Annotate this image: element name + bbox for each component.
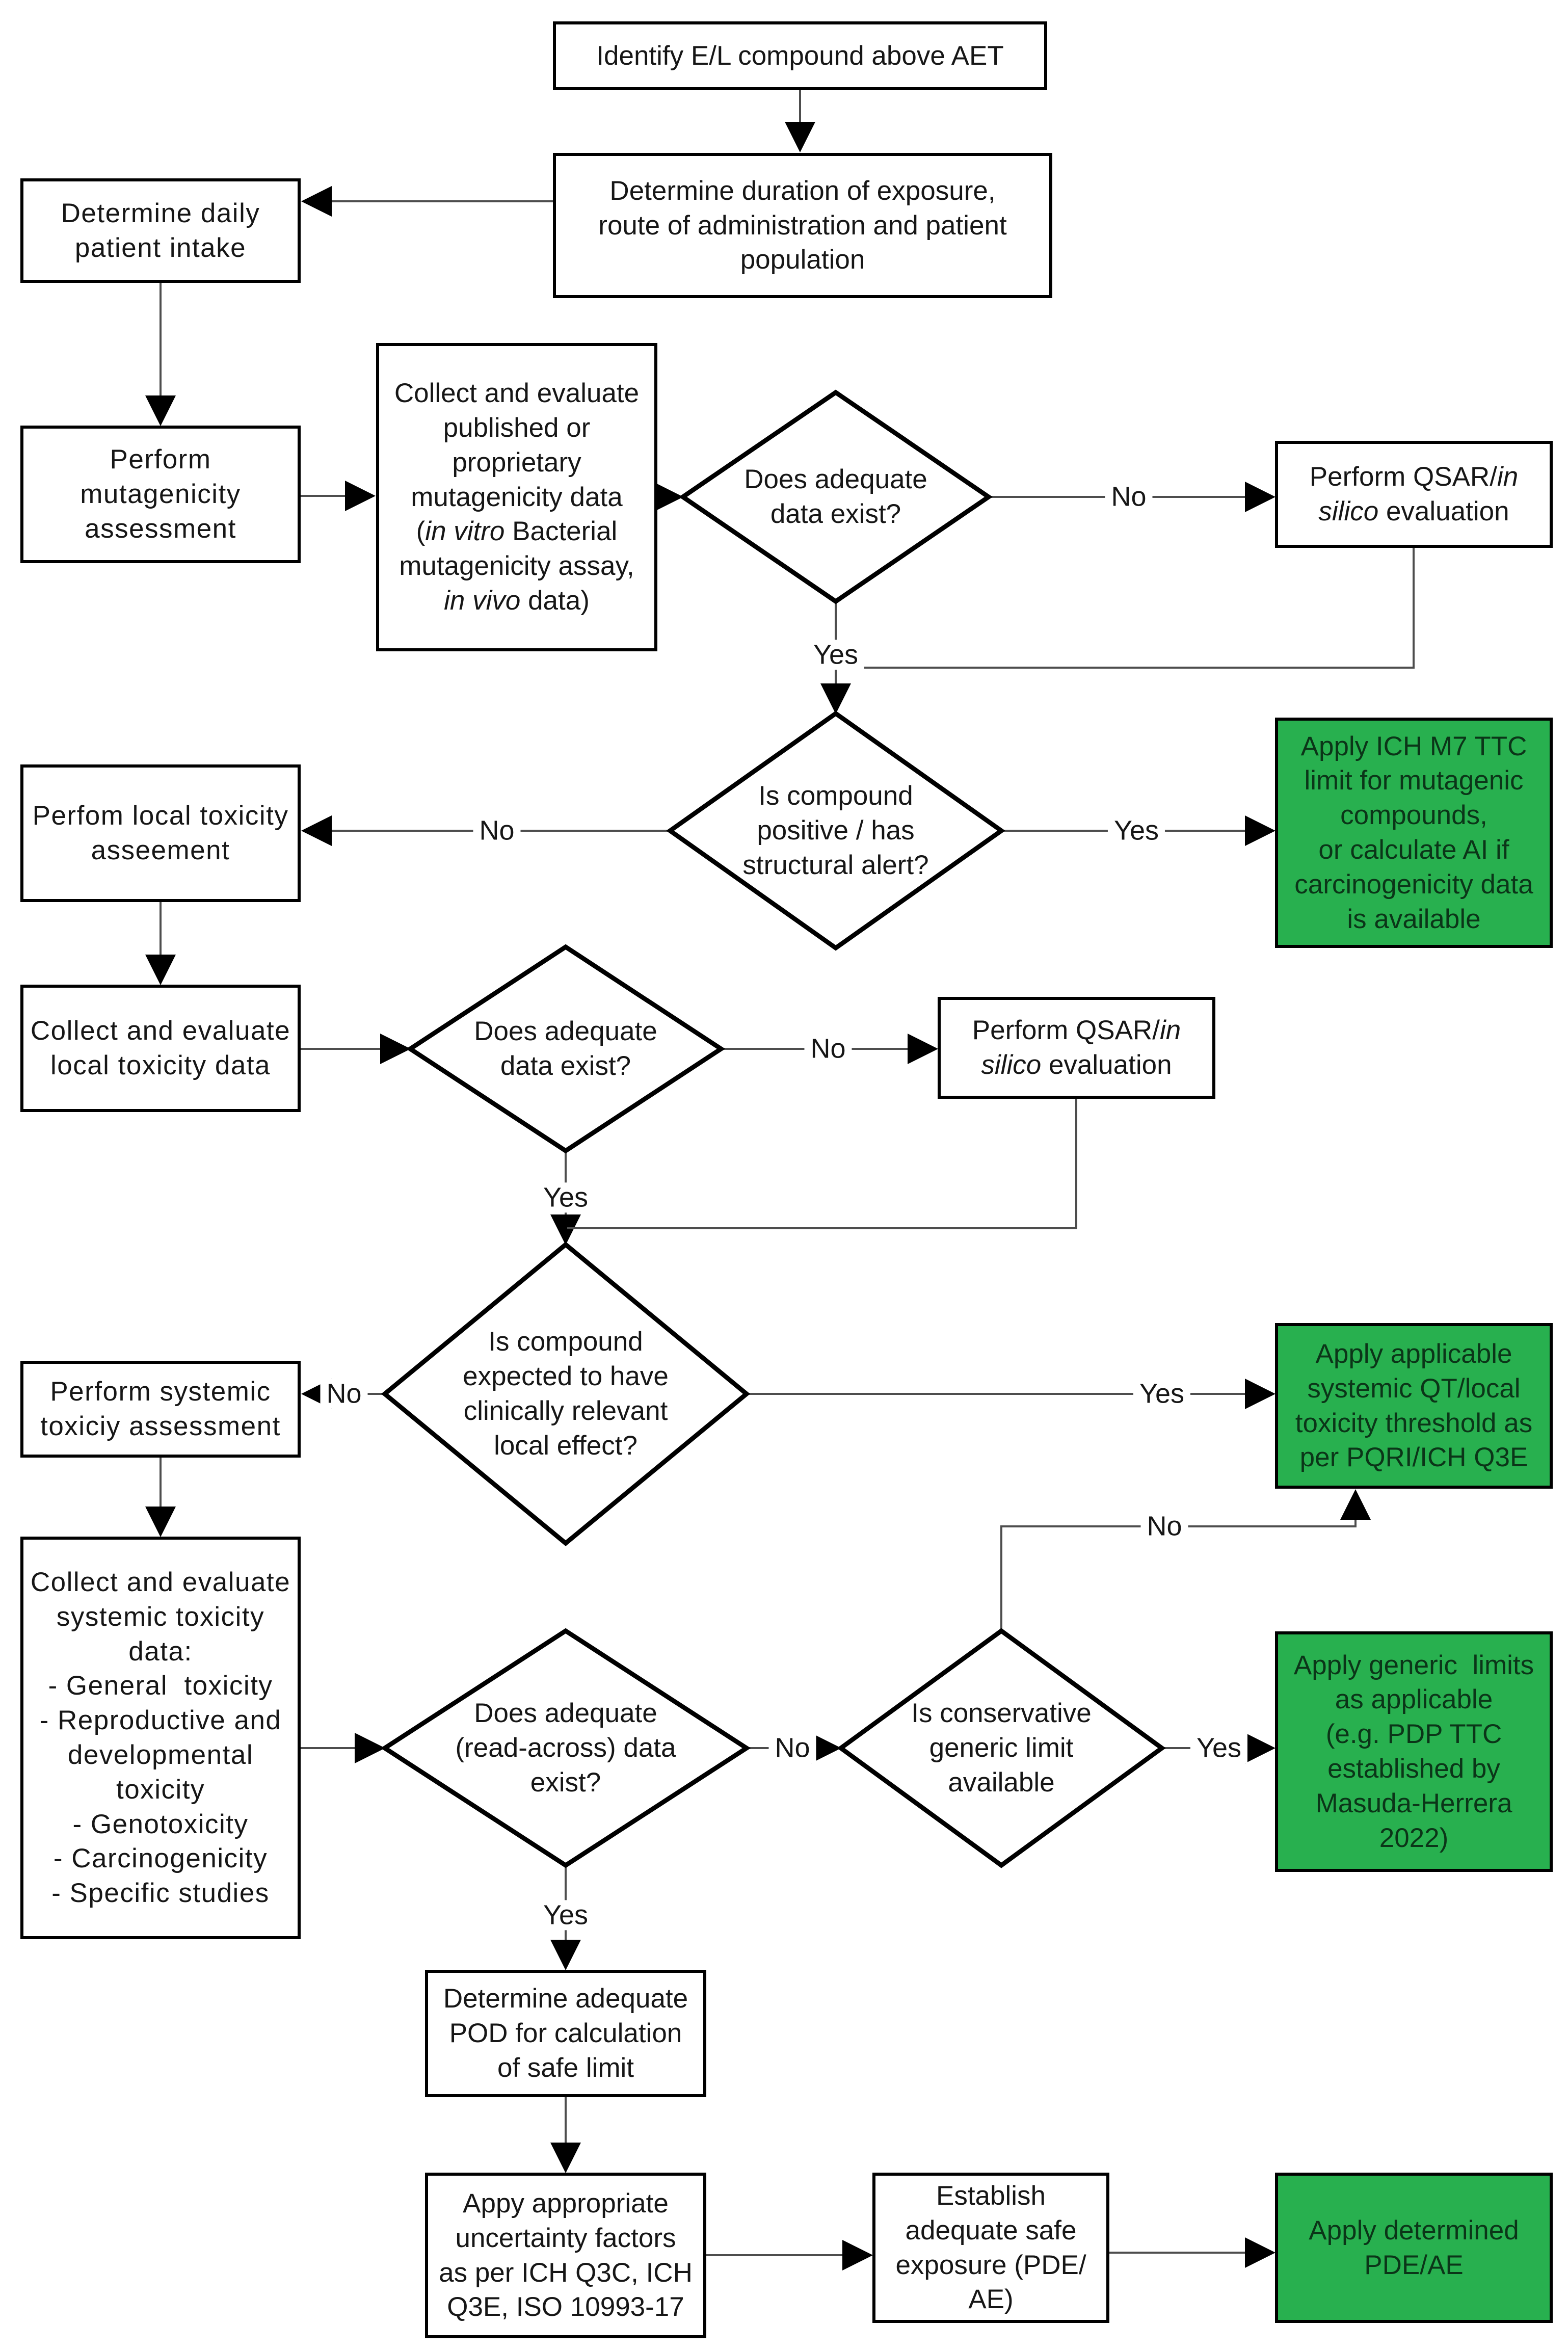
edge-label-no-4: No xyxy=(320,1378,368,1409)
edge-label-no-5: No xyxy=(768,1732,816,1763)
step-qsar-insilico-2: Perform QSAR/in silico evaluation xyxy=(938,997,1215,1099)
edges xyxy=(145,90,1415,2270)
edge-label-no-3: No xyxy=(804,1033,852,1064)
decision-generic-limit-shape xyxy=(837,1628,1166,1868)
edge-label-yes-4: Yes xyxy=(1133,1378,1191,1409)
edge-label-yes-6: Yes xyxy=(1190,1732,1248,1763)
edge-label-yes-2: Yes xyxy=(1107,815,1165,846)
decision-local-effect-shape xyxy=(381,1241,751,1546)
step-qsar-insilico-1: Perform QSAR/in silico evaluation xyxy=(1275,441,1553,548)
edge-label-no-1: No xyxy=(1105,481,1153,512)
decision-adequate-data-2-shape xyxy=(406,944,726,1154)
decision-positive-alert-shape xyxy=(666,710,1005,951)
step-determine-duration: Determine duration of exposure,route of … xyxy=(553,153,1052,298)
edge-label-no-2: No xyxy=(473,815,521,846)
step-collect-mutagenicity-data: Collect and evaluate published or propri… xyxy=(376,343,657,651)
edge-label-yes-3: Yes xyxy=(537,1182,595,1213)
edge-label-yes-5: Yes xyxy=(537,1899,595,1931)
edge-label-yes-1: Yes xyxy=(807,639,865,670)
decision-read-across-shape xyxy=(380,1628,751,1868)
decision-adequate-data-1-shape xyxy=(679,389,993,604)
edge-label-no-6: No xyxy=(1140,1511,1188,1542)
step-identify-compound: Identify E/L compound above AET xyxy=(553,21,1047,90)
